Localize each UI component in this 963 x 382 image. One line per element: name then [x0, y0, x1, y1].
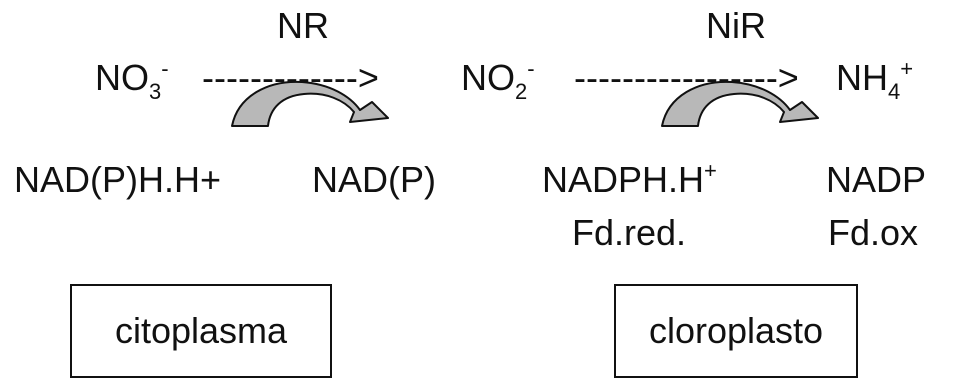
cofactor-in-nir: NADPH.H+: [542, 158, 717, 200]
cofactor-out-alt-nir: Fd.ox: [828, 212, 919, 253]
cofactor-out-nir: NADP: [826, 159, 927, 200]
nitrite-formula: NO2-: [461, 56, 535, 104]
curved-arrow-nr: [231, 80, 389, 127]
enzyme-label-nir: NiR: [706, 5, 766, 46]
location-label-cloroplasto: cloroplasto: [648, 310, 824, 351]
reaction-arrow-1: ------------->: [202, 57, 379, 98]
enzyme-label-nr: NR: [277, 5, 329, 46]
curved-arrow-nir: [661, 80, 819, 127]
cofactor-in-nr: NAD(P)H.H+: [14, 159, 222, 200]
location-label-citoplasma: citoplasma: [114, 310, 288, 351]
cofactor-in-alt-nir: Fd.red.: [572, 212, 687, 253]
ammonium-formula: NH4+: [836, 56, 914, 104]
reaction-arrow-2: ----------------->: [574, 57, 799, 98]
cofactor-out-nr: NAD(P): [312, 159, 436, 200]
nitrate-formula: NO3-: [95, 56, 169, 104]
location-box-cloroplasto: cloroplasto: [614, 284, 858, 378]
location-box-citoplasma: citoplasma: [70, 284, 332, 378]
